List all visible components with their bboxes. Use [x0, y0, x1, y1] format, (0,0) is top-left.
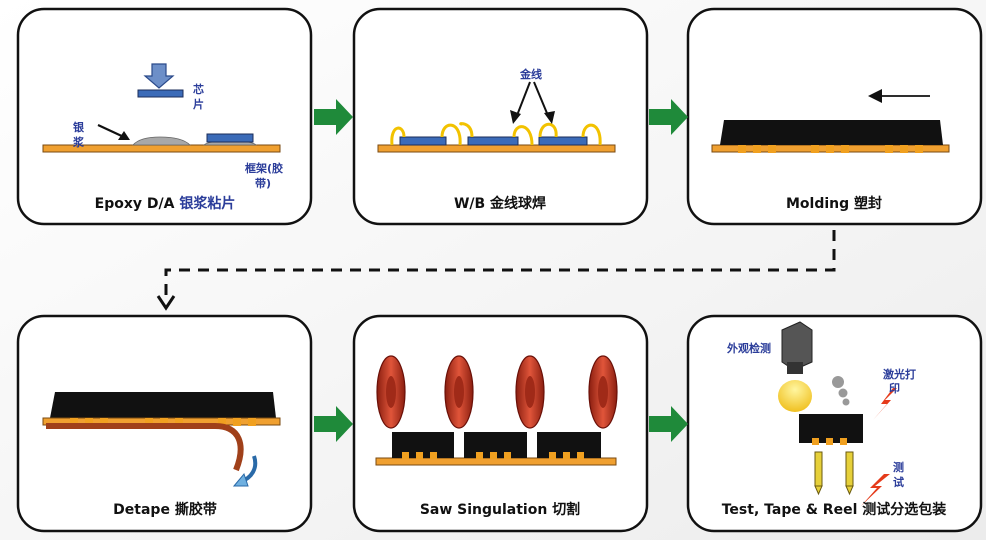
die-chip: [137, 89, 184, 98]
test-illustration: 外观检测 激光打 印 测 试: [726, 321, 916, 506]
caption-molding-cn: 塑封: [854, 195, 882, 212]
caption-saw-cn: 切割: [552, 501, 580, 518]
laser-label-line1: 激光打: [883, 367, 916, 381]
caption-saw: Saw Singulation 切割: [420, 501, 580, 518]
frame-label-line2: 带): [255, 176, 271, 190]
wire-pointer-right: [533, 81, 550, 119]
peel-arrowhead: [232, 472, 249, 487]
mold-flow-arrowhead: [868, 89, 882, 103]
caption-wirebond: W/B 金线球焊: [454, 195, 546, 212]
bonded-chip-1: [399, 136, 447, 146]
peeled-tape: [46, 423, 244, 472]
caption-detape-cn: 撕胶带: [175, 501, 217, 518]
bonded-chip-3: [538, 136, 588, 146]
caption-molding: Molding 塑封: [786, 195, 882, 212]
epoxy-illustration: 芯 片 银 浆 框架(胶 带): [42, 63, 283, 190]
caption-detape-en: Detape: [113, 502, 175, 518]
inspection-label: 外观检测: [726, 341, 771, 355]
mold-body: [720, 120, 943, 145]
panel-epoxy: [16, 7, 313, 226]
flow-arrow-2: [649, 99, 688, 135]
bonded-chip: [206, 133, 254, 143]
caption-epoxy-en: Epoxy D/A: [95, 196, 180, 212]
dashed-connector: [164, 230, 836, 300]
wire-pointer-right-head: [544, 111, 555, 124]
caption-wirebond-cn: 金线球焊: [489, 195, 546, 212]
caption-epoxy-cn: 银浆粘片: [179, 195, 235, 212]
camera-icon: [781, 321, 813, 371]
saw-pads: [402, 452, 584, 459]
bonded-chip-2: [467, 136, 519, 146]
flow-arrow-4: [649, 406, 688, 442]
paste-label-line1: 银: [73, 120, 85, 134]
test-probes: [814, 451, 854, 496]
flow-arrow-3: [314, 406, 353, 442]
caption-epoxy: Epoxy D/A 银浆粘片: [95, 195, 236, 212]
detape-pads: [70, 418, 256, 426]
down-arrow-icon: [143, 63, 175, 89]
caption-molding-en: Molding: [786, 196, 854, 212]
caption-detape: Detape 撕胶带: [113, 501, 217, 518]
test-label-line1: 测: [893, 460, 904, 474]
chip-label-line1: 芯: [193, 82, 204, 96]
detape-illustration: [42, 392, 281, 487]
test-lightning-icon: [861, 474, 890, 506]
caption-test-cn: 测试分选包装: [862, 501, 947, 518]
caption-wirebond-en: W/B: [454, 196, 490, 212]
wirebond-illustration: 金线: [377, 67, 616, 153]
panel-molding: [686, 7, 983, 226]
camera-lens: [787, 362, 803, 374]
mold-pads: [738, 145, 923, 153]
pointer-arrowhead: [118, 131, 130, 140]
wire-pointer-left-head: [510, 110, 521, 124]
saw-blades: [376, 355, 618, 429]
laser-label-line2: 印: [889, 382, 900, 395]
mold-body: [50, 392, 276, 418]
caption-saw-en: Saw Singulation: [420, 502, 552, 518]
panel-saw: [352, 314, 649, 533]
gold-wire-label: 金线: [519, 67, 542, 81]
panel-wirebond: [352, 7, 649, 226]
saw-illustration: [375, 355, 618, 466]
molding-illustration: [711, 89, 950, 153]
smoke-puffs: [832, 376, 850, 406]
frame-label-line1: 框架(胶: [245, 161, 283, 175]
paste-label-line2: 浆: [73, 135, 85, 149]
gold-wires: [390, 122, 602, 146]
test-pads: [812, 438, 847, 445]
silver-paste: [132, 136, 191, 146]
lead-frame: [377, 144, 616, 153]
flow-arrow-1: [314, 99, 353, 135]
caption-test: Test, Tape & Reel 测试分选包装: [722, 501, 948, 518]
caption-test-en: Test, Tape & Reel: [722, 502, 863, 518]
test-label-line2: 试: [893, 475, 904, 489]
lead-frame: [375, 457, 617, 466]
inspection-light: [778, 380, 812, 412]
laser-lightning-icon: [873, 388, 897, 420]
connector-arrowhead: [156, 295, 176, 311]
chip-label-line2: 片: [193, 97, 204, 111]
wire-pointer-left: [515, 81, 531, 119]
